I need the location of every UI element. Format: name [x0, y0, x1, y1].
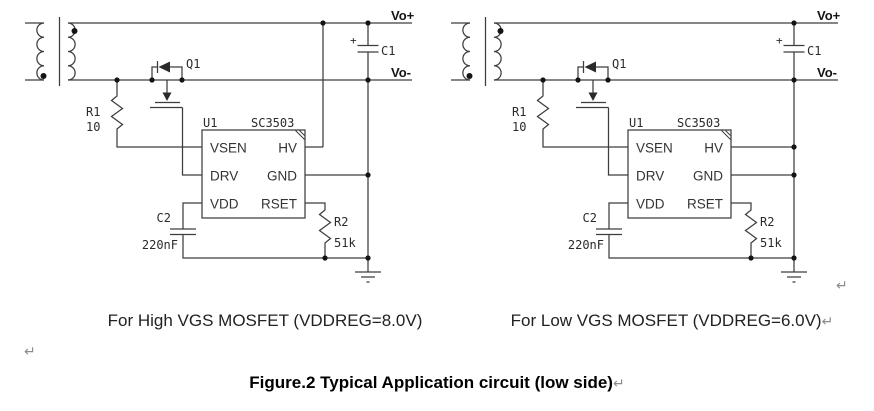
u1-part-label: SC3503 — [677, 116, 720, 130]
junction-dots — [40, 20, 371, 261]
ic-body — [201, 129, 306, 219]
circuit-high-vgs: Vo+ Vo- Q1 R1 10 + C1 U1 SC3503 VSEN DRV… — [25, 8, 415, 283]
net-label-vo-plus: Vo+ — [817, 8, 841, 23]
net-label-vo-plus: Vo+ — [391, 8, 415, 23]
r1-ref-label: R1 — [512, 105, 526, 119]
figure-title: Figure.2 Typical Application circuit (lo… — [0, 372, 874, 394]
net-label-vo-minus: Vo- — [391, 65, 411, 80]
circuit-low-vgs: Vo+ Vo- Q1 R1 10 + C1 U1 SC3503 VSEN DRV… — [451, 8, 841, 283]
u1-part-label: SC3503 — [251, 116, 294, 130]
transformer-secondary-winding — [493, 22, 502, 81]
c1-ref-label: C1 — [381, 44, 395, 58]
r1-value-label: 10 — [512, 120, 526, 134]
q1-ref-label: Q1 — [612, 57, 626, 71]
pin-label-drv: DRV — [636, 169, 664, 184]
c1-ref-label: C1 — [807, 44, 821, 58]
mosfet-arrow-icon — [162, 92, 172, 101]
return-mark: ↵ — [821, 313, 834, 329]
r2-ref-label: R2 — [760, 215, 774, 229]
pin-label-rset: RSET — [687, 197, 723, 212]
pin-label-vdd: VDD — [210, 197, 239, 212]
pin-label-rset: RSET — [261, 197, 297, 212]
u1-ref-label: U1 — [203, 116, 217, 130]
u1-ref-label: U1 — [629, 116, 643, 130]
diode-icon — [158, 61, 170, 73]
transformer-primary-winding — [36, 22, 45, 81]
return-mark: ↵ — [24, 343, 36, 359]
caption-low-vgs: For Low VGS MOSFET (VDDREG=6.0V)↵ — [452, 311, 874, 331]
mosfet-arrow-icon — [588, 92, 598, 101]
c2-ref-label: C2 — [583, 211, 597, 225]
r2-value-label: 51k — [760, 236, 782, 250]
c2-value-label: 220nF — [142, 238, 178, 252]
pin-label-gnd: GND — [693, 169, 723, 184]
return-mark: ↵ — [836, 277, 848, 293]
c1-polarity-label: + — [350, 34, 357, 47]
transformer-secondary-winding — [67, 22, 76, 81]
transformer-primary-winding — [462, 22, 471, 81]
wires — [451, 17, 838, 283]
pin-label-vsen: VSEN — [636, 141, 673, 156]
junction-dots — [466, 20, 797, 261]
c1-polarity-label: + — [776, 34, 783, 47]
net-label-vo-minus: Vo- — [817, 65, 837, 80]
ic-corner-notch-icon — [295, 130, 305, 140]
caption-text: For Low VGS MOSFET (VDDREG=6.0V) — [510, 311, 822, 330]
ic-corner-notch-icon — [721, 130, 731, 140]
return-mark: ↵ — [612, 375, 625, 391]
caption-high-vgs: For High VGS MOSFET (VDDREG=8.0V) — [45, 311, 485, 331]
diode-icon — [584, 61, 596, 73]
pin-label-vdd: VDD — [636, 197, 665, 212]
figure-title-text: Figure.2 Typical Application circuit (lo… — [249, 373, 613, 392]
ic-body — [627, 129, 732, 219]
c2-ref-label: C2 — [157, 211, 171, 225]
pin-label-vsen: VSEN — [210, 141, 247, 156]
pin-label-hv: HV — [704, 141, 723, 156]
r2-ref-label: R2 — [334, 215, 348, 229]
pin-label-hv: HV — [278, 141, 297, 156]
c2-value-label: 220nF — [568, 238, 604, 252]
caption-text: For High VGS MOSFET (VDDREG=8.0V) — [107, 311, 423, 330]
pin-label-drv: DRV — [210, 169, 238, 184]
r1-value-label: 10 — [86, 120, 100, 134]
wires — [25, 17, 412, 283]
r2-value-label: 51k — [334, 236, 356, 250]
r1-ref-label: R1 — [86, 105, 100, 119]
pin-label-gnd: GND — [267, 169, 297, 184]
q1-ref-label: Q1 — [186, 57, 200, 71]
